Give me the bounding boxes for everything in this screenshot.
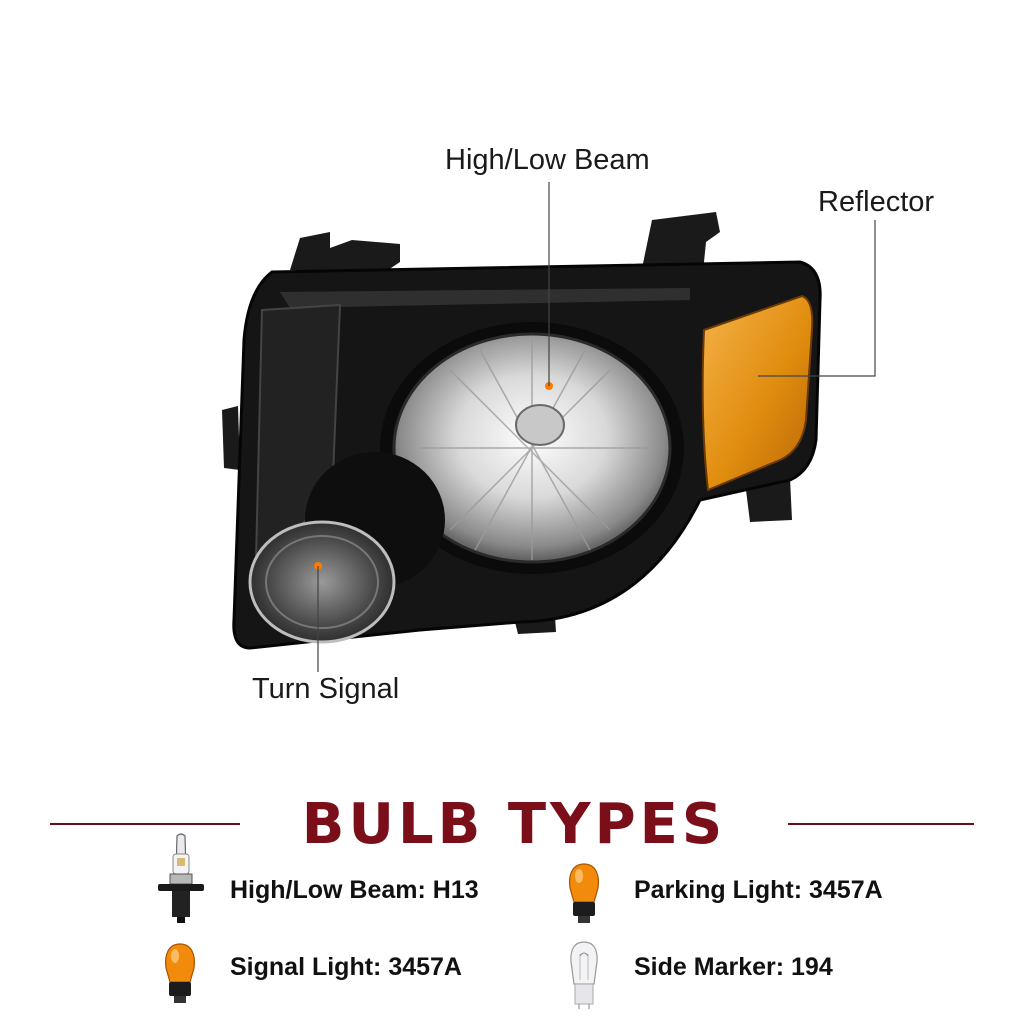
turn-signal-label: Turn Signal <box>252 673 400 705</box>
amber-bulb-icon <box>164 943 196 1003</box>
high-low-beam-label: High/Low Beam <box>445 144 650 176</box>
reflector-label: Reflector <box>818 186 935 218</box>
clear-wedge-bulb-icon <box>570 941 598 1009</box>
turn-signal-lens <box>248 520 396 644</box>
divider-right <box>788 823 974 825</box>
bulb-item-side-marker: Side Marker: 194 <box>634 953 833 981</box>
clear-lens-edge <box>280 288 690 308</box>
amber-bulb-icon <box>568 863 600 923</box>
bulb-item-high-low-beam: High/Low Beam: H13 <box>230 876 479 904</box>
bulb-types-header: BULB TYPES <box>0 790 1024 860</box>
reflector-callout-line <box>758 220 876 377</box>
divider-left <box>50 823 240 825</box>
bulb-types-title: BULB TYPES <box>301 792 727 857</box>
amber-reflector <box>701 294 814 492</box>
bulb-item-signal-light: Signal Light: 3457A <box>230 953 462 981</box>
halogen-bulb-icon <box>158 833 204 923</box>
bulb-item-parking-light: Parking Light: 3457A <box>634 876 883 904</box>
